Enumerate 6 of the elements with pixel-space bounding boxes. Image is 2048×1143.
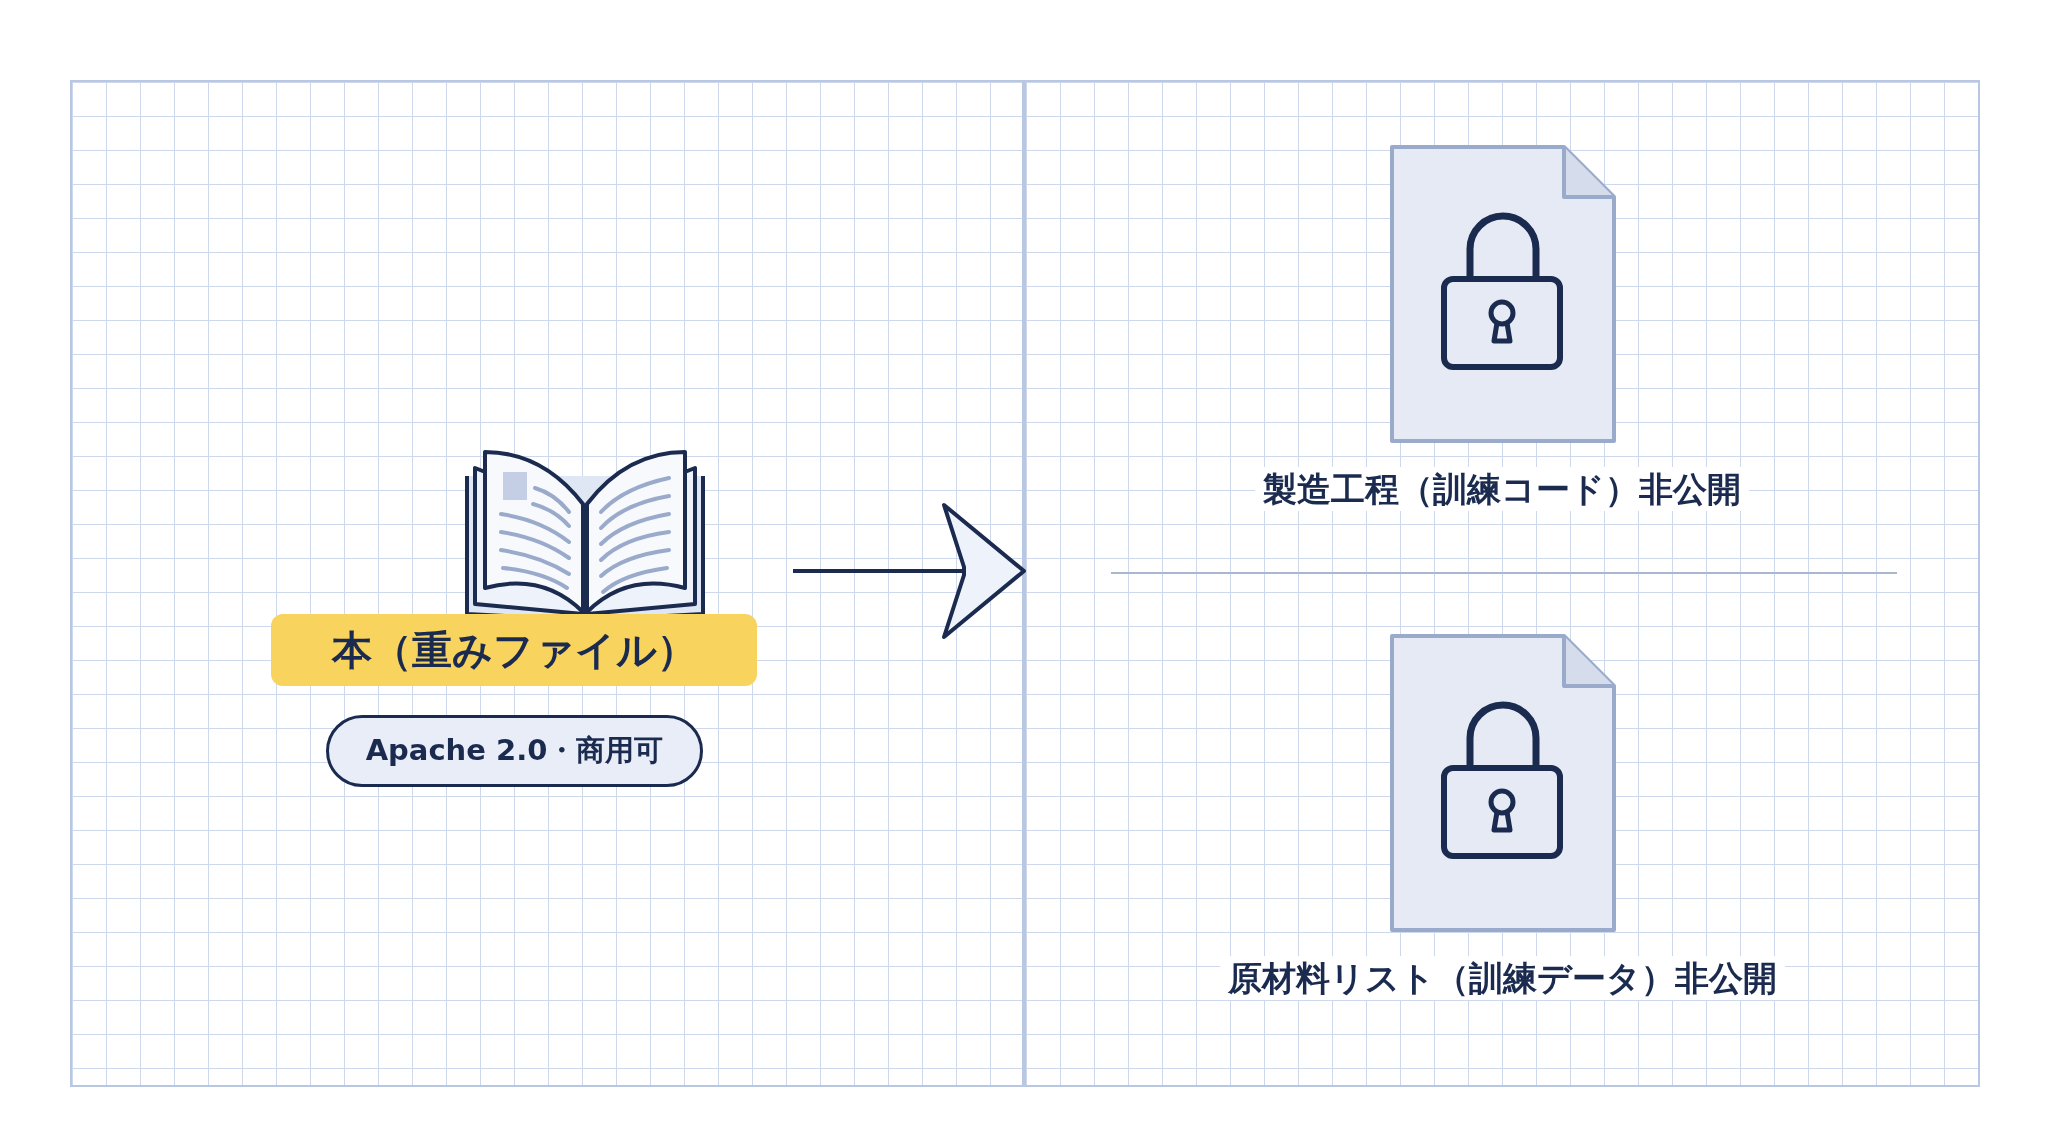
- grid-panel: [70, 80, 1024, 1087]
- document-label: 原材料リスト（訓練データ）非公開: [1219, 956, 1785, 1001]
- grid-panel: [1024, 80, 1980, 1087]
- document-label: 製造工程（訓練コード）非公開: [1255, 467, 1749, 512]
- license-pill: Apache 2.0・商用可: [326, 715, 703, 787]
- highlight-label: 本（重みファイル）: [271, 614, 757, 686]
